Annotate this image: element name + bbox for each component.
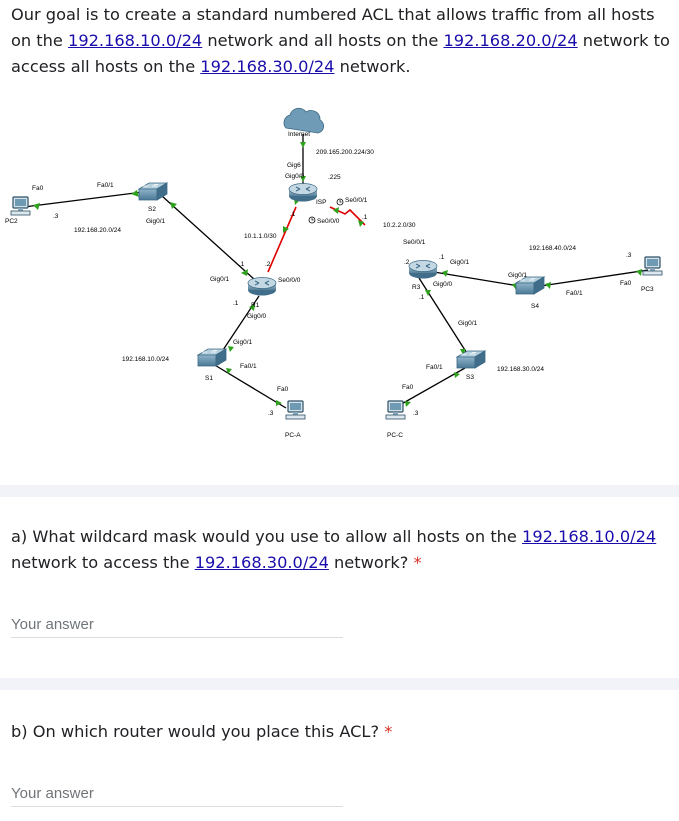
- link-r3-s4: [433, 271, 526, 288]
- label-pc-a-host: .3: [268, 410, 274, 417]
- internet-cloud-icon: [283, 107, 324, 134]
- label-net-20: 192.168.20.0/24: [74, 227, 121, 234]
- question-b: b) On which router would you place this …: [11, 719, 671, 745]
- label-r3-gig00: Gig0/0: [433, 281, 453, 288]
- label-s2-fa01: Fa0/1: [97, 182, 114, 189]
- question-a-text-2: network to access the: [11, 553, 195, 572]
- link-s4-pc3: [533, 269, 649, 288]
- label-pc-a: PC-A: [285, 432, 301, 439]
- label-pc-c-fa0: Fa0: [402, 384, 414, 391]
- label-isp-right-host: .1: [362, 214, 368, 221]
- clock-icon-se001: [336, 198, 344, 206]
- s4-switch-icon[interactable]: [515, 276, 545, 295]
- label-s4-fa01: Fa0/1: [566, 290, 583, 297]
- question-a-answer-input[interactable]: [11, 611, 343, 638]
- r1-router-icon[interactable]: [247, 277, 277, 296]
- network-link-192-168-10[interactable]: 192.168.10.0/24: [68, 31, 203, 50]
- link-r1-isp-serial: [267, 206, 297, 273]
- question-b-required-asterisk: *: [384, 722, 393, 741]
- label-s1: S1: [205, 375, 213, 382]
- label-net-10-1: 10.1.1.0/30: [244, 233, 277, 240]
- label-r1-gig01-host: .1: [239, 261, 245, 268]
- intro-text-4: network.: [334, 57, 411, 76]
- label-s2: S2: [148, 206, 156, 213]
- label-isp-gig-host: .225: [328, 174, 341, 181]
- isp-router-icon[interactable]: [288, 183, 318, 202]
- label-r1-se000: Se0/0/0: [278, 277, 301, 284]
- label-r1-gig00: Gig0/0: [247, 313, 267, 320]
- label-internet: Internet: [288, 131, 310, 138]
- question-a-required-asterisk: *: [413, 553, 422, 572]
- pc2-icon[interactable]: [10, 196, 31, 216]
- section-divider: [0, 678, 679, 690]
- label-s1-gig01: Gig0/1: [233, 339, 253, 346]
- label-pc-c-host: .3: [413, 410, 419, 417]
- pc3-icon[interactable]: [642, 256, 663, 276]
- label-isp: ISP: [316, 199, 326, 206]
- label-s3-fa01: Fa0/1: [426, 364, 443, 371]
- label-pc2-host: .3: [53, 213, 59, 220]
- label-s4-gig01: Gig0/1: [508, 272, 528, 279]
- label-s4: S4: [531, 303, 539, 310]
- question-a-network-link-10[interactable]: 192.168.10.0/24: [522, 527, 657, 546]
- label-s2-gig01: Gig0/1: [146, 218, 166, 225]
- network-link-192-168-20[interactable]: 192.168.20.0/24: [443, 31, 578, 50]
- label-pc2-fa0: Fa0: [32, 185, 44, 192]
- label-r3-se001: Se0/0/1: [403, 239, 426, 246]
- pc-c-icon[interactable]: [385, 400, 406, 420]
- section-divider: [0, 485, 679, 497]
- label-net-10-2: 10.2.2.0/30: [383, 222, 416, 229]
- label-r1-gig01: Gig0/1: [210, 276, 230, 283]
- intro-text-3: network to access all hosts on the: [11, 31, 670, 76]
- s3-switch-icon[interactable]: [456, 350, 486, 369]
- question-b-text: b) On which router would you place this …: [11, 722, 385, 741]
- question-a-network-link-30[interactable]: 192.168.30.0/24: [194, 553, 329, 572]
- label-isp-gig6: Gig6: [287, 162, 301, 169]
- label-pc3: PC3: [641, 286, 654, 293]
- intro-paragraph: Our goal is to create a standard numbere…: [11, 2, 671, 80]
- links: [23, 134, 649, 409]
- label-r1-gig00-host: .1: [233, 300, 239, 307]
- label-isp-gig00: Gig0/0: [285, 173, 305, 180]
- r3-router-icon[interactable]: [408, 260, 438, 279]
- link-s2-r1: [161, 195, 256, 281]
- label-r3-gig01-host: .1: [439, 254, 445, 261]
- label-pc3-fa0: Fa0: [620, 280, 632, 287]
- label-r1-se-host: .2: [265, 261, 271, 268]
- label-net-10: 192.168.10.0/24: [122, 356, 169, 363]
- network-link-192-168-30[interactable]: 192.168.30.0/24: [200, 57, 335, 76]
- label-isp-network: 209.165.200.224/30: [316, 149, 374, 156]
- link-pc2-s2: [23, 191, 144, 208]
- link-s1-pca: [212, 363, 287, 409]
- intro-text-2: network and all hosts on the: [202, 31, 444, 50]
- label-pc-a-fa0: Fa0: [277, 386, 289, 393]
- label-pc3-host: .3: [626, 252, 632, 259]
- label-net-30: 192.168.30.0/24: [497, 366, 544, 373]
- label-r3-se-host: .2: [404, 259, 410, 266]
- network-topology-diagram: Internet 209.165.200.224/30 Gig6 Gig0/0 …: [5, 107, 663, 439]
- label-isp-left-host: .1: [290, 211, 296, 218]
- port-indicators: [33, 142, 642, 407]
- question-a-text-3: network?: [328, 553, 414, 572]
- label-isp-se001: Se0/0/1: [345, 197, 368, 204]
- label-r3-gig01: Gig0/1: [450, 259, 470, 266]
- link-s3-pcc: [397, 367, 466, 407]
- question-b-answer-input[interactable]: [11, 780, 343, 807]
- question-a: a) What wildcard mask would you use to a…: [11, 524, 671, 576]
- question-a-text-1: a) What wildcard mask would you use to a…: [11, 527, 523, 546]
- s1-switch-icon[interactable]: [197, 348, 227, 367]
- label-r3: R3: [412, 284, 421, 291]
- label-net-40: 192.168.40.0/24: [529, 245, 576, 252]
- label-s1-fa01: Fa0/1: [240, 363, 257, 370]
- pc-a-icon[interactable]: [285, 400, 306, 420]
- label-pc2: PC2: [5, 218, 18, 225]
- label-pc-c: PC-C: [387, 432, 403, 439]
- label-s3: S3: [466, 374, 474, 381]
- label-s3-gig01: Gig0/1: [458, 320, 478, 327]
- label-r3-gig00-host: .1: [419, 294, 425, 301]
- intro-text-1: Our goal is to create a standard numbere…: [11, 5, 655, 50]
- clock-icon-se000: [308, 216, 316, 224]
- label-isp-se000: Se0/0/0: [317, 218, 340, 225]
- label-r1: R1: [251, 302, 260, 309]
